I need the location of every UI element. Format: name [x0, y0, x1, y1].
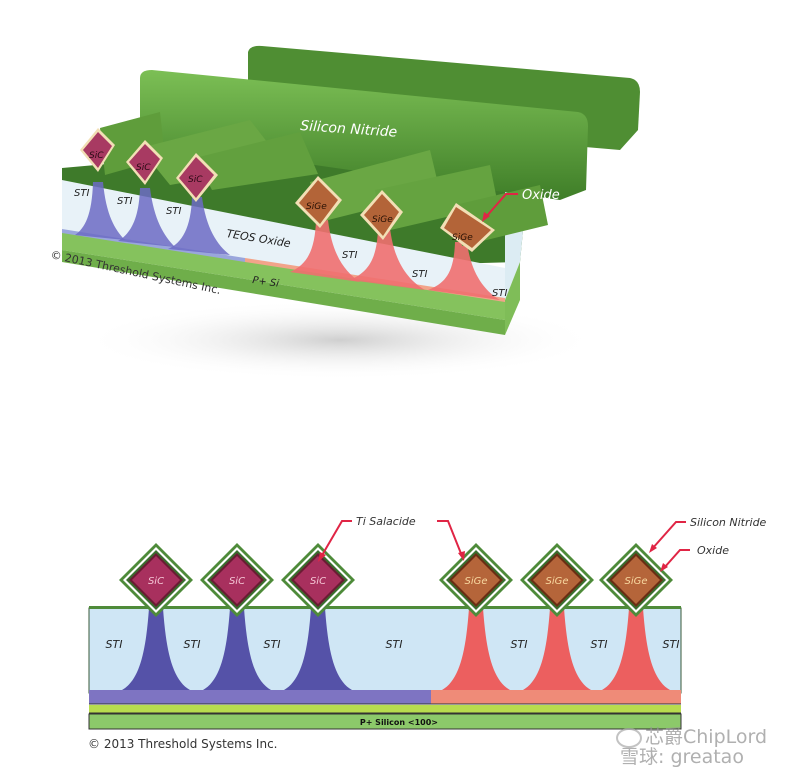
sic-diamond: [80, 128, 115, 172]
sige-diamond: [360, 190, 403, 240]
label-sige: SiGe: [545, 576, 568, 587]
sic-diamond: [126, 140, 163, 185]
ti-salacide-pointer: [320, 520, 352, 558]
nmos-bottom-layer: [89, 690, 431, 704]
label-silicon-nitride: Silicon Nitride: [300, 118, 398, 141]
arrow-head-icon: [318, 552, 326, 562]
pmos-well: [350, 228, 425, 290]
label-sti: STI: [386, 638, 403, 651]
pmos-well: [602, 608, 670, 690]
nmos-well: [168, 197, 230, 255]
copyright-bottom: © 2013 Threshold Systems Inc.: [88, 737, 278, 751]
label-ti-salacide: Ti Salacide: [356, 515, 416, 528]
label-sic: SiC: [89, 151, 104, 161]
watermark-line1: 芯爵ChipLord: [645, 726, 768, 748]
label-sige: SiGe: [306, 202, 327, 212]
label-substrate: P+ Si: [252, 275, 280, 290]
label-sige: SiGe: [372, 215, 393, 225]
label-sic: SiC: [229, 576, 245, 587]
label-sic: SiC: [188, 175, 203, 185]
wechat-icon: [616, 728, 642, 748]
label-sti: STI: [184, 638, 201, 651]
sic-diamond: [119, 543, 193, 617]
sti-region: [88, 607, 682, 694]
nitride-pointer: [651, 521, 686, 550]
sic-diamond: [200, 543, 274, 617]
pmos-bottom-layer: [431, 690, 681, 704]
sige-diamond: [439, 543, 513, 617]
fin: [310, 150, 440, 222]
label-sic: SiC: [148, 576, 164, 587]
label-sti: STI: [511, 638, 528, 651]
fin: [375, 165, 498, 232]
sige-diamond: [599, 543, 673, 617]
label-sic: SiC: [136, 163, 151, 173]
oxide-pointer: [663, 549, 690, 569]
label-sti: STI: [591, 638, 608, 651]
arrow-head-icon: [660, 563, 668, 572]
label-sti: STI: [74, 188, 89, 199]
nmos-well: [122, 608, 190, 690]
label-sti: STI: [264, 638, 281, 651]
label-sti: STI: [663, 638, 680, 651]
label-silicon-nitride: Silicon Nitride: [690, 516, 767, 529]
sic-diamond: [176, 153, 218, 202]
label-sti: STI: [166, 206, 181, 217]
label-sti: STI: [342, 250, 357, 261]
pmos-well: [523, 608, 591, 690]
nmos-well: [75, 182, 125, 240]
top-3d-diagram: Silicon Nitride Oxide TEOS Oxide P+ Si S…: [49, 45, 640, 380]
pmos-well: [442, 608, 510, 690]
nmos-well: [118, 188, 175, 247]
sige-diamond: [295, 176, 342, 228]
label-sti: STI: [106, 638, 123, 651]
label-sti: STI: [492, 288, 507, 299]
label-sti: STI: [412, 269, 427, 280]
label-sige: SiGe: [464, 576, 487, 587]
oxide-pointer: [484, 193, 518, 219]
sige-diamond: [440, 203, 495, 252]
label-substrate: P+ Silicon <100>: [360, 718, 438, 727]
watermark-line2: 雪球: greatao: [620, 746, 744, 768]
label-sic: SiC: [310, 576, 326, 587]
pmos-well: [428, 242, 500, 300]
label-oxide: Oxide: [522, 188, 560, 203]
label-sige: SiGe: [624, 576, 647, 587]
sic-diamond: [281, 543, 355, 617]
pmos-well: [290, 220, 360, 282]
substrate: [88, 713, 682, 730]
label-sti: STI: [117, 196, 132, 207]
nmos-well: [284, 608, 352, 690]
substrate-light: [89, 705, 681, 713]
arrow-head-icon: [482, 212, 490, 222]
nmos-well: [203, 608, 271, 690]
fin: [195, 132, 318, 190]
label-oxide: Oxide: [697, 544, 729, 557]
arrow-head-icon: [458, 551, 465, 561]
label-sige: SiGe: [452, 233, 473, 243]
watermark: 芯爵ChipLord 雪球: greatao: [600, 722, 800, 772]
sige-diamond: [520, 543, 594, 617]
front-gate: [140, 70, 588, 200]
arrow-head-icon: [649, 544, 657, 553]
ti-salacide-pointer-2: [437, 520, 463, 557]
